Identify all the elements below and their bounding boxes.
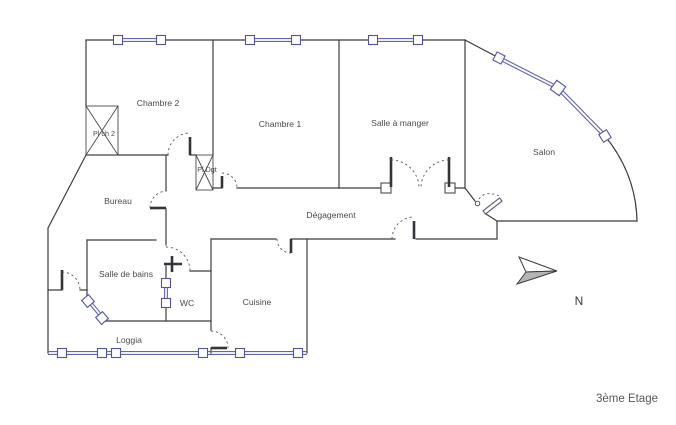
door-cuisine [276,238,293,254]
room-label-salle-a-manger: Salle à manger [371,118,429,128]
door-salle-de-bains-wc [164,246,191,272]
door-chambre2 [167,132,192,156]
north-arrow-icon: N [515,256,584,308]
floor-title: 3ème Etage [596,393,658,405]
closet-degagement [195,154,214,191]
room-labels: Chambre 2 Chambre 1 Salle à manger Salon… [93,98,555,345]
door-salle-a-manger [380,157,456,194]
room-label-loggia: Loggia [116,335,142,345]
room-label-chambre2: Chambre 2 [137,98,180,108]
room-label-salle-de-bains: Salle de bains [99,269,153,279]
room-label-bureau: Bureau [104,196,132,206]
interior-walls [47,39,466,354]
door-loggia [60,270,81,291]
window-post [112,34,124,46]
closet-chambre2 [85,105,119,156]
room-label-cuisine: Cuisine [243,297,272,307]
door-cuisine-loggia [210,330,229,350]
exterior-walls [47,39,638,354]
door-chambre1 [220,172,238,189]
room-label-salon: Salon [533,147,555,157]
windows [48,34,612,359]
room-label-wc: WC [180,298,194,308]
door-bureau [149,190,167,210]
north-label: N [575,294,584,308]
door-salon [474,193,503,215]
door-entrance [391,216,416,240]
room-label-chambre1: Chambre 1 [259,119,302,129]
closet-label-pl-ch2: Pl ch 2 [93,129,115,138]
doors [60,132,503,350]
room-label-degagement: Dégagement [306,210,356,220]
closet-label-pl-dgt: Pl Dgt [197,165,217,174]
